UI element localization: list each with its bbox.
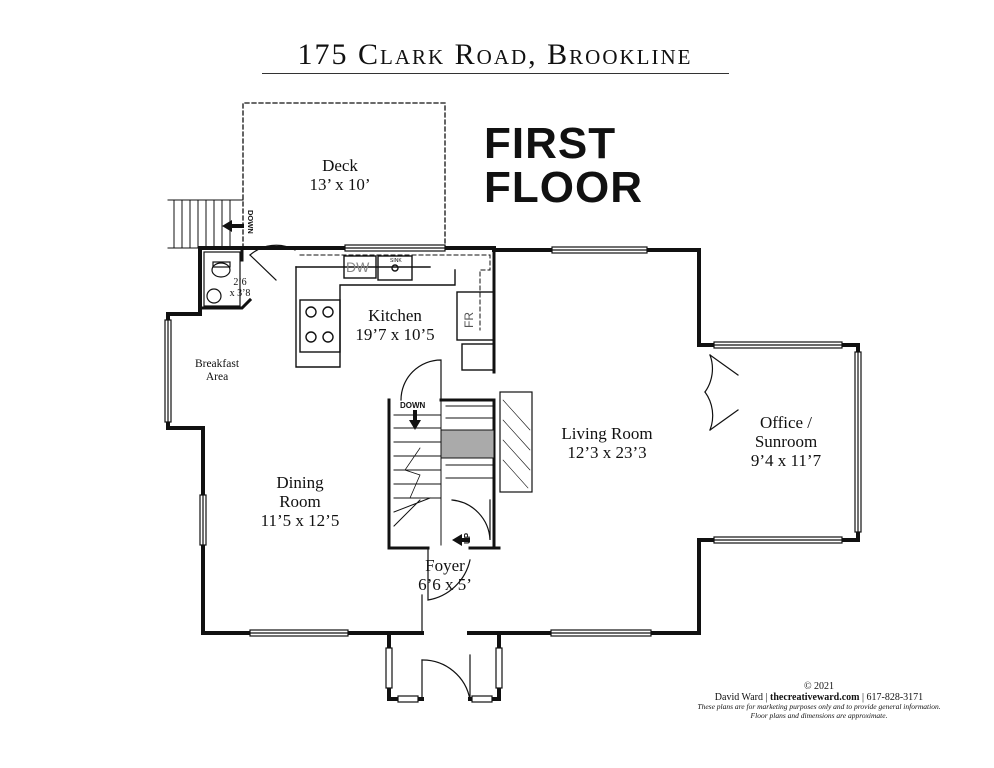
copyright: © 2021 [803, 681, 835, 692]
website-link[interactable]: thecreativeward.com [769, 692, 860, 703]
fireplace [499, 391, 533, 493]
deck-name: Deck [322, 156, 358, 175]
breakfast-line1: Breakfast [194, 358, 240, 370]
footer-credits: © 2021 David Ward | thecreativeward.com … [688, 681, 950, 720]
deck-outline [242, 102, 446, 249]
door-swings [249, 244, 739, 701]
stair-arrows [222, 220, 470, 546]
dining-line1: Dining [276, 473, 324, 492]
staircase [393, 399, 495, 546]
title-underline [262, 73, 729, 74]
office-size: 9’4 x 11’7 [750, 451, 822, 470]
living-name: Living Room [561, 424, 653, 443]
sink-label: SINK [390, 258, 402, 264]
kitchen-name: Kitchen [368, 306, 422, 325]
foyer-name: Foyer [425, 556, 465, 575]
office-line1: Office / [759, 413, 813, 432]
kitchen-label: Kitchen 19’7 x 10’5 [345, 306, 445, 344]
kitchen-size: 19’7 x 10’5 [355, 325, 435, 344]
foyer-label: Foyer 6’6 x 5’ [400, 556, 490, 594]
deck-size: 13’ x 10’ [309, 175, 371, 194]
living-label: Living Room 12’3 x 23’3 [542, 424, 672, 462]
half-bath-line1: 2’6 [233, 277, 247, 288]
dining-label: Dining Room 11’5 x 12’5 [245, 473, 355, 530]
dining-line2: Room [279, 492, 321, 511]
phone: 617-828-3171 [866, 692, 924, 703]
disclaimer-1: These plans are for marketing purposes o… [697, 702, 941, 711]
dining-size: 11’5 x 12’5 [260, 511, 340, 530]
deck-stairs [167, 199, 244, 249]
breakfast-line2: Area [205, 371, 229, 383]
kitchen-counters [295, 255, 495, 371]
half-bath-fixtures [203, 251, 241, 307]
fr-label: FR [462, 312, 476, 328]
office-label: Office / Sunroom 9’4 x 11’7 [736, 413, 836, 470]
windows [164, 244, 862, 703]
foyer-size: 6’6 x 5’ [418, 575, 472, 594]
stair-down-label: DOWN [400, 401, 426, 410]
stair-up-label: UP [463, 532, 472, 544]
floor-title-line1: FIRST [484, 119, 617, 168]
credit-line: David Ward | thecreativeward.com | 617-8… [714, 692, 924, 703]
deck-label: Deck 13’ x 10’ [300, 156, 380, 194]
disclaimer-2: Floor plans and dimensions are approxima… [750, 710, 888, 720]
breakfast-label: Breakfast Area [182, 358, 252, 384]
living-size: 12’3 x 23’3 [567, 443, 647, 462]
half-bath-line2: x 3’8 [229, 288, 251, 299]
address-title: 175 Clark Road, Brookline [297, 38, 693, 71]
deck-down-label: DOWN [246, 210, 255, 234]
dw-label: DW [346, 259, 370, 275]
author: David Ward [714, 692, 763, 703]
floor-title: FIRST FLOOR [484, 122, 643, 210]
office-line2: Sunroom [754, 432, 818, 451]
floor-title-line2: FLOOR [484, 163, 643, 212]
half-bath-label: 2’6 x 3’8 [218, 277, 262, 299]
